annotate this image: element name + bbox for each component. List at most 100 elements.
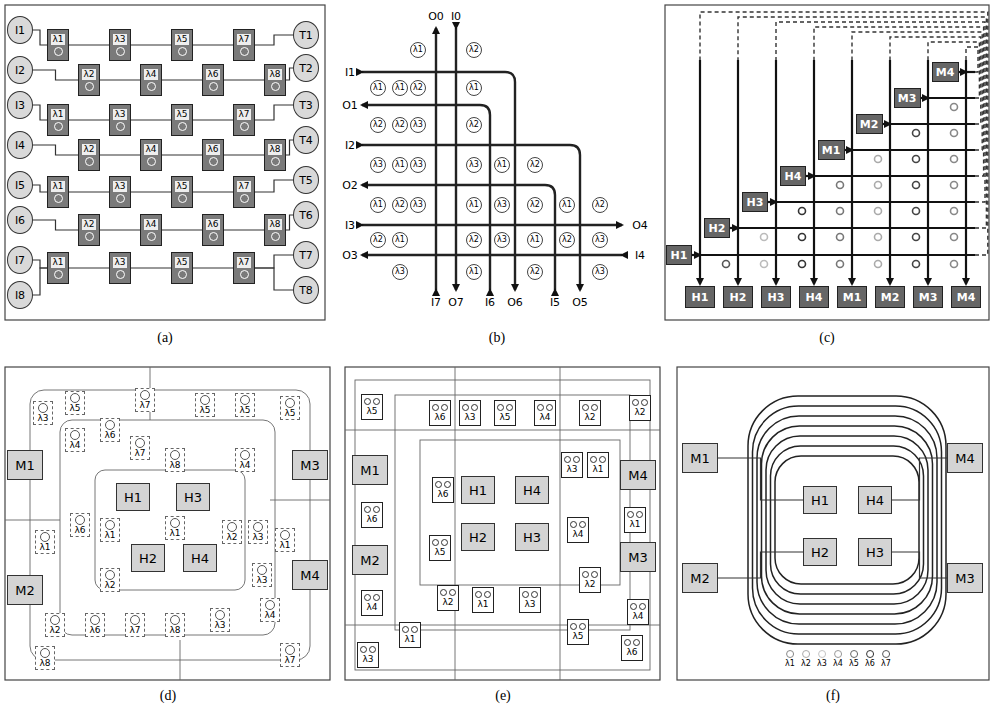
- resonator-box: λ4: [627, 599, 649, 625]
- ring-symbol: [633, 639, 640, 646]
- ring-symbol: [130, 615, 140, 625]
- core-box: H1: [461, 476, 495, 504]
- legend-text: λ4: [833, 660, 843, 668]
- wavelength-ring: λ3: [494, 197, 510, 213]
- node-label: λ4: [366, 603, 377, 612]
- wavelength-ring: λ3: [494, 232, 510, 248]
- ring-symbol: [875, 261, 882, 268]
- node-label: H4: [191, 552, 209, 565]
- node-label: λ8: [169, 461, 180, 470]
- port-label: I5: [549, 297, 561, 308]
- ring-symbol: [135, 438, 145, 448]
- terminal-ellipse: T2: [293, 54, 319, 82]
- terminal-ellipse: I7: [7, 246, 33, 274]
- waveguide: [362, 72, 515, 290]
- resonator-box: λ5: [235, 393, 255, 417]
- node-label: λ1: [592, 465, 603, 474]
- ring-symbol: [951, 234, 958, 241]
- wavelength-ring: λ3: [392, 264, 408, 280]
- core-box: M1: [352, 455, 388, 485]
- resonator-box: λ5: [280, 396, 300, 420]
- waveguide-loop: [748, 396, 946, 644]
- node-label: λ1: [562, 201, 572, 209]
- waveguide: [966, 71, 975, 73]
- node-label: I8: [15, 290, 25, 301]
- node-label: H2: [709, 223, 726, 234]
- node-label: M2: [860, 119, 879, 130]
- node-label: H1: [692, 292, 709, 303]
- dashed-waveguide: [852, 32, 982, 150]
- terminal-ellipse: T6: [293, 201, 319, 229]
- node-label: λ2: [442, 598, 453, 607]
- ring-pair: [432, 539, 448, 546]
- node-label: λ2: [82, 144, 95, 155]
- ring-pair: [590, 456, 606, 463]
- waveguide-loop: [30, 390, 310, 660]
- node-label: λ1: [395, 236, 405, 244]
- ring-pair: [497, 404, 513, 411]
- resonator-box: λ3: [33, 401, 53, 425]
- ring-symbol: [178, 270, 187, 279]
- connector: [100, 79, 140, 80]
- panel-caption: (b): [489, 331, 505, 345]
- waveguide: [700, 254, 975, 256]
- node-label: H1: [811, 494, 829, 507]
- resonator-box: λ6: [621, 635, 643, 661]
- node-label: λ5: [284, 409, 295, 418]
- port-label: I0: [450, 11, 462, 22]
- ring-resonator-box: λ1: [47, 252, 69, 284]
- node-label: λ7: [134, 449, 145, 458]
- ring-symbol: [591, 404, 598, 411]
- node-box: H3: [742, 192, 768, 212]
- resonator-box: λ7: [280, 643, 300, 667]
- ring-pair: [402, 626, 418, 633]
- node-label: λ7: [237, 34, 250, 45]
- node-label: H4: [785, 171, 802, 182]
- ring-symbol: [531, 591, 538, 598]
- wavelength-ring: λ1: [370, 197, 386, 213]
- core-box: M1: [682, 443, 718, 473]
- node-label: M3: [898, 93, 917, 104]
- node-box: M3: [913, 286, 943, 308]
- node-label: λ4: [144, 144, 157, 155]
- node-label: T1: [299, 30, 313, 41]
- panel-caption: (c): [819, 331, 835, 345]
- resonator-box: λ4: [361, 590, 383, 616]
- node-label: λ4: [632, 612, 643, 621]
- node-label: λ3: [37, 414, 48, 423]
- wavelength-ring: λ1: [466, 264, 482, 280]
- terminal-ellipse: I8: [7, 281, 33, 309]
- legend-text: λ1: [785, 660, 795, 668]
- connector: [286, 140, 293, 155]
- core-box: M2: [352, 545, 388, 575]
- node-label: M2: [360, 554, 380, 567]
- waveguide-loop: [762, 426, 933, 614]
- waveguide: [851, 60, 853, 284]
- ring-symbol: [75, 515, 85, 525]
- resonator-box: λ6: [100, 418, 120, 442]
- connector: [69, 191, 109, 192]
- ring-symbol: [570, 521, 577, 528]
- node-label: λ5: [499, 413, 510, 422]
- node-label: I7: [15, 255, 25, 266]
- ring-resonator-box: λ5: [171, 252, 193, 284]
- ring-symbol: [271, 232, 280, 241]
- connector: [131, 119, 171, 120]
- port-label: I1: [344, 67, 356, 78]
- node-label: λ3: [252, 533, 263, 542]
- connector: [224, 229, 264, 230]
- waveguide: [362, 185, 555, 290]
- node-label: λ3: [373, 161, 383, 169]
- ring-symbol: [364, 398, 371, 405]
- node-label: H1: [469, 484, 487, 497]
- ring-symbol: [364, 594, 371, 601]
- legend-text: λ5: [849, 660, 859, 668]
- node-label: λ1: [469, 268, 479, 276]
- ring-pair: [475, 591, 491, 598]
- ring-symbol: [54, 47, 63, 56]
- wavelength-ring: λ1: [527, 232, 543, 248]
- node-label: λ3: [595, 268, 605, 276]
- ring-symbol: [215, 610, 225, 620]
- connector: [286, 215, 293, 230]
- ring-symbol: [537, 404, 544, 411]
